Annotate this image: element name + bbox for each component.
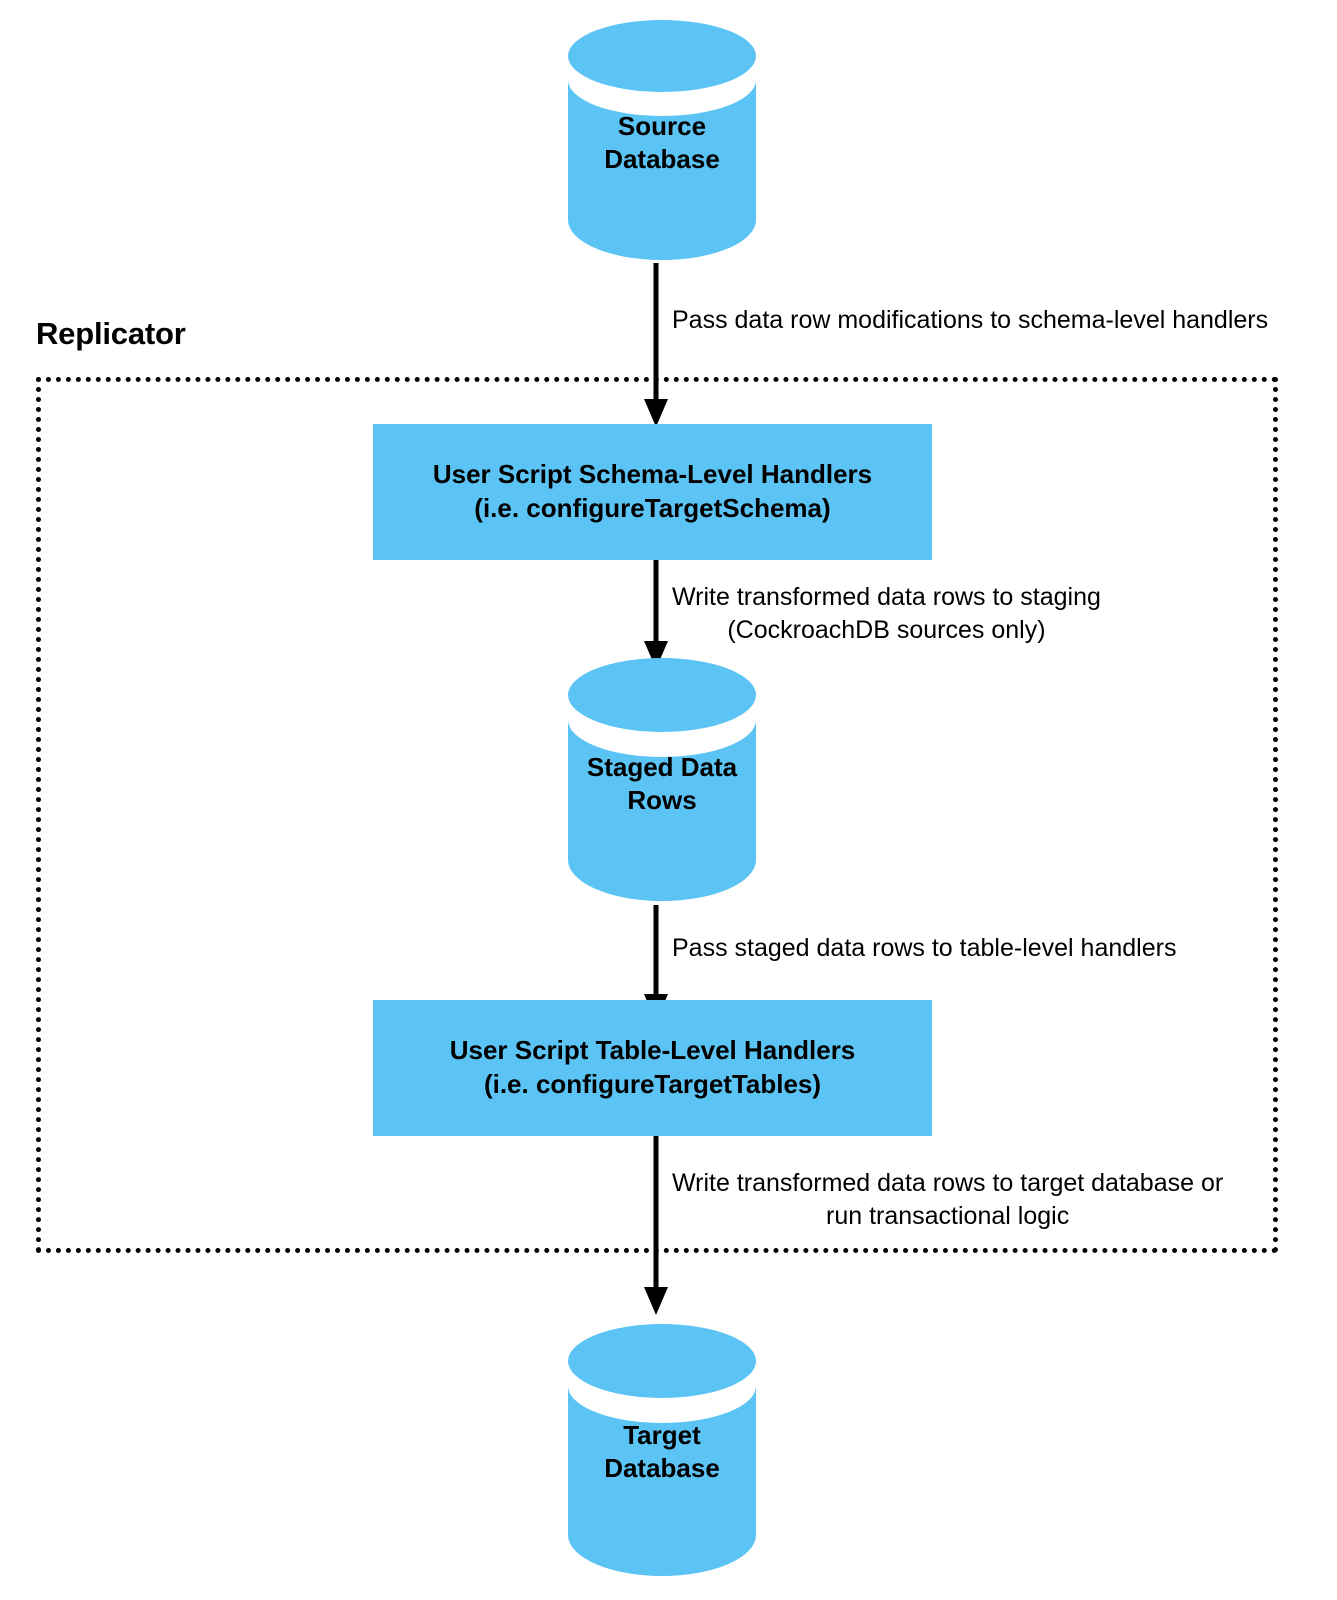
edge-label-table-handlers-to-target: Write transformed data rows to target da… <box>672 1167 1223 1233</box>
edge-label-source-to-schema-handlers: Pass data row modifications to schema-le… <box>672 304 1268 337</box>
arrow-schema-handlers-to-staging <box>641 560 671 670</box>
edge-label-line-1: Pass staged data rows to table-level han… <box>672 934 1177 962</box>
replicator-group-label: Replicator <box>36 316 186 351</box>
label-line-1: User Script Table-Level Handlers <box>449 1035 856 1066</box>
edge-label-line-2: run transactional logic <box>826 1202 1070 1230</box>
node-staged-data-rows: Staged Data Rows <box>562 652 762 907</box>
node-table-level-handlers-label: User Script Table-Level Handlers (i.e. c… <box>450 1034 856 1102</box>
edge-label-line-2: (CockroachDB sources only) <box>727 616 1046 644</box>
cylinder-shape <box>568 658 756 901</box>
label-line-2: (i.e. configureTargetSchema) <box>474 493 831 523</box>
edge-label-schema-handlers-to-staging: Write transformed data rows to staging (… <box>672 581 1101 647</box>
edge-label-staging-to-table-handlers: Pass staged data rows to table-level han… <box>672 932 1176 965</box>
edge-label-line-1: Pass data row modifications to schema-le… <box>672 306 1269 334</box>
node-schema-level-handlers: User Script Schema-Level Handlers (i.e. … <box>373 424 932 560</box>
cylinder-shape <box>568 1324 756 1576</box>
edge-label-line-1: Write transformed data rows to target da… <box>672 1169 1224 1197</box>
node-schema-level-handlers-label: User Script Schema-Level Handlers (i.e. … <box>433 458 872 526</box>
label-line-1: User Script Schema-Level Handlers <box>432 459 873 490</box>
node-target-database: Target Database <box>562 1317 762 1582</box>
edge-label-line-1: Write transformed data rows to staging <box>672 583 1101 611</box>
arrow-table-handlers-to-target <box>641 1136 671 1316</box>
node-source-database: Source Database <box>562 14 762 266</box>
node-table-level-handlers: User Script Table-Level Handlers (i.e. c… <box>373 1000 932 1136</box>
cylinder-shape <box>568 20 756 260</box>
arrow-source-to-schema-handlers <box>641 263 671 428</box>
label-line-2: (i.e. configureTargetTables) <box>483 1069 822 1099</box>
